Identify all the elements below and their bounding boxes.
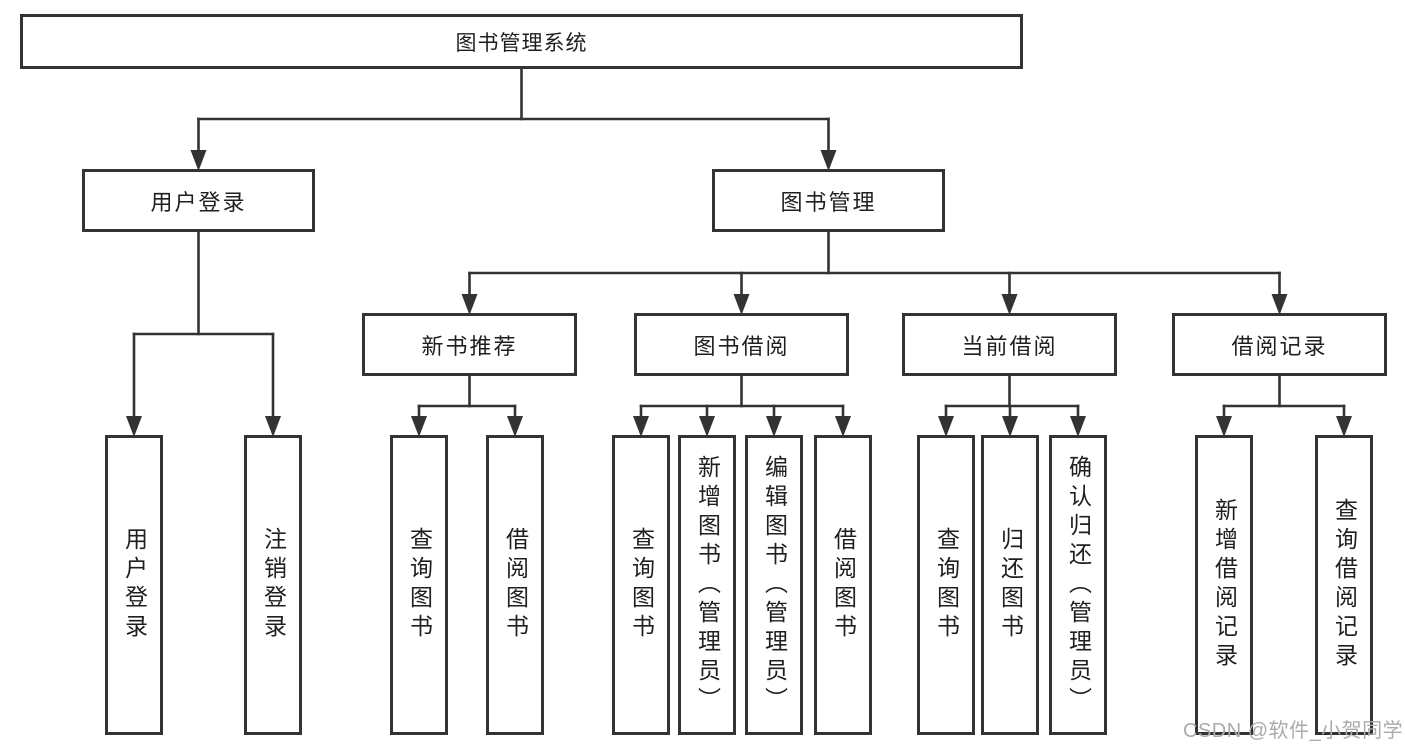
node-borrow-books-2: 借阅图书 [814,435,872,735]
node-logout: 注销登录 [244,435,302,735]
node-query-books-3: 查询图书 [917,435,975,735]
node-query-books-2: 查询图书 [612,435,670,735]
node-new-book-recommendation: 新书推荐 [362,313,577,376]
node-confirm-return-admin: 确认归还（管理员） [1049,435,1107,735]
node-add-books-admin: 新增图书（管理员） [678,435,736,735]
node-return-books: 归还图书 [981,435,1039,735]
node-edit-books-admin: 编辑图书（管理员） [745,435,803,735]
node-borrow-books-1: 借阅图书 [486,435,544,735]
node-library-management-system: 图书管理系统 [20,14,1023,69]
node-add-borrow-record: 新增借阅记录 [1195,435,1253,735]
node-query-books-1: 查询图书 [390,435,448,735]
node-current-borrowing: 当前借阅 [902,313,1117,376]
node-book-management: 图书管理 [712,169,945,232]
node-borrowing-records: 借阅记录 [1172,313,1387,376]
node-user-login-group: 用户登录 [82,169,315,232]
watermark: CSDN @软件_小贺同学 [1183,720,1404,742]
node-query-borrow-record: 查询借阅记录 [1315,435,1373,735]
node-book-borrowing: 图书借阅 [634,313,849,376]
node-user-login: 用户登录 [105,435,163,735]
